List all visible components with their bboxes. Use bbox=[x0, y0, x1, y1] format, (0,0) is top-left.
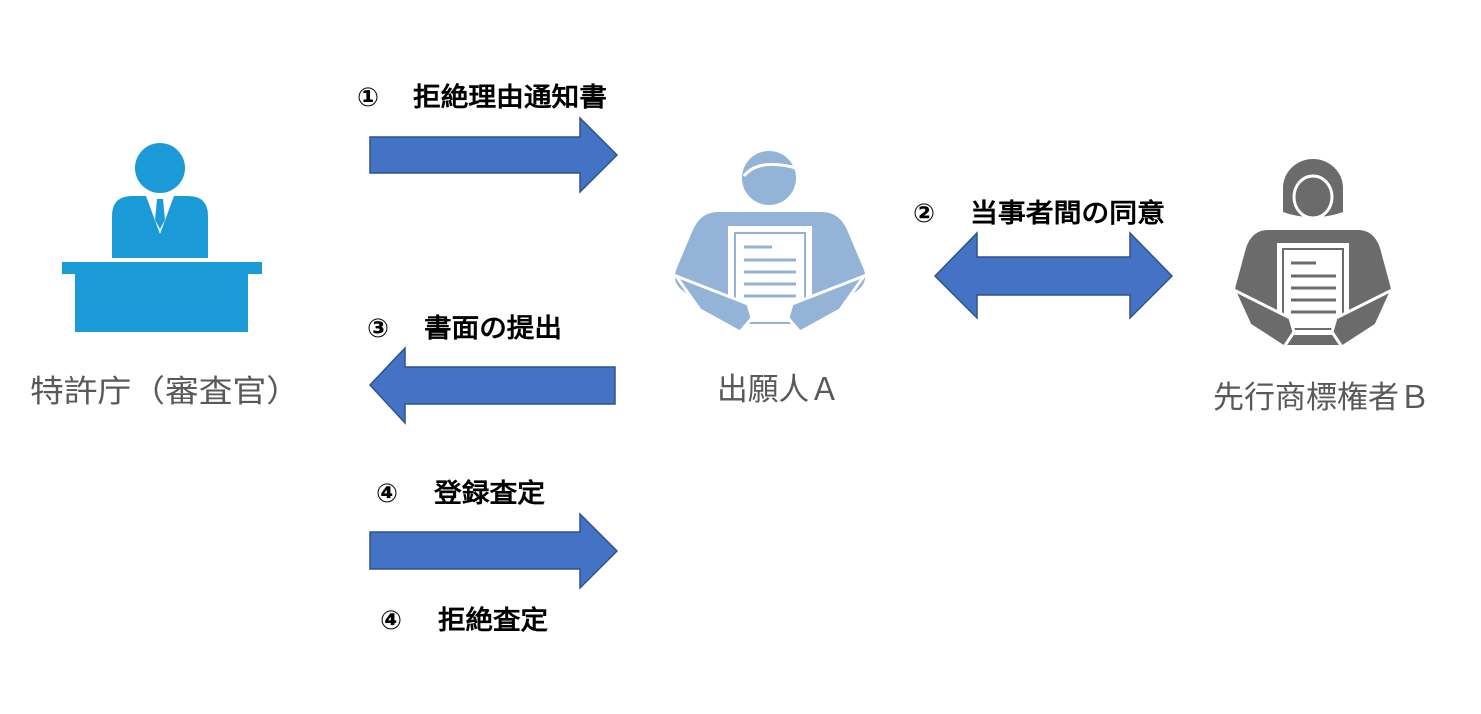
desk-top bbox=[62, 262, 262, 274]
applicant-hairline bbox=[742, 162, 797, 178]
step-2-double-arrow bbox=[933, 231, 1174, 320]
step-4a-number: ④ bbox=[376, 479, 398, 509]
applicant-label: 出願人Ａ bbox=[717, 372, 840, 408]
step-3-number: ③ bbox=[367, 314, 389, 344]
step-1-right-arrow bbox=[369, 116, 619, 194]
applicant-head bbox=[742, 151, 796, 205]
examiner-label: 特許庁（審査官） bbox=[30, 374, 300, 410]
step-4b-label: 拒絶査定 bbox=[438, 605, 548, 636]
step-3-left-arrow bbox=[368, 346, 616, 425]
step-2-label: 当事者間の同意 bbox=[970, 198, 1165, 229]
person-with-document-icon bbox=[671, 151, 869, 334]
step-2-number: ② bbox=[913, 199, 935, 229]
applicant-left-arm bbox=[671, 272, 754, 334]
step-1-label: 拒絶理由通知書 bbox=[413, 82, 607, 113]
desk-body bbox=[75, 274, 248, 332]
prior-holder-label: 先行商標権者Ｂ bbox=[1213, 380, 1430, 416]
holder-document-lines bbox=[1291, 261, 1336, 314]
step-3-label: 書面の提出 bbox=[424, 314, 562, 344]
examiner-head bbox=[135, 143, 185, 193]
step-1-number: ① bbox=[357, 83, 379, 113]
holder-face bbox=[1292, 174, 1334, 220]
examiner-at-desk-icon bbox=[62, 143, 262, 332]
applicant-right-arm bbox=[786, 272, 869, 334]
examiner-tie bbox=[155, 199, 165, 229]
step-4b-number: ④ bbox=[380, 606, 402, 636]
woman-with-document-icon bbox=[1230, 159, 1396, 350]
holder-document-border bbox=[1282, 248, 1344, 330]
holder-right-arm bbox=[1330, 286, 1396, 350]
holder-left-arm bbox=[1230, 286, 1296, 350]
step-4-right-arrow bbox=[369, 512, 619, 590]
step-4a-label: 登録査定 bbox=[433, 478, 545, 509]
applicant-document-lines bbox=[744, 245, 796, 298]
applicant-document-border bbox=[734, 232, 806, 324]
